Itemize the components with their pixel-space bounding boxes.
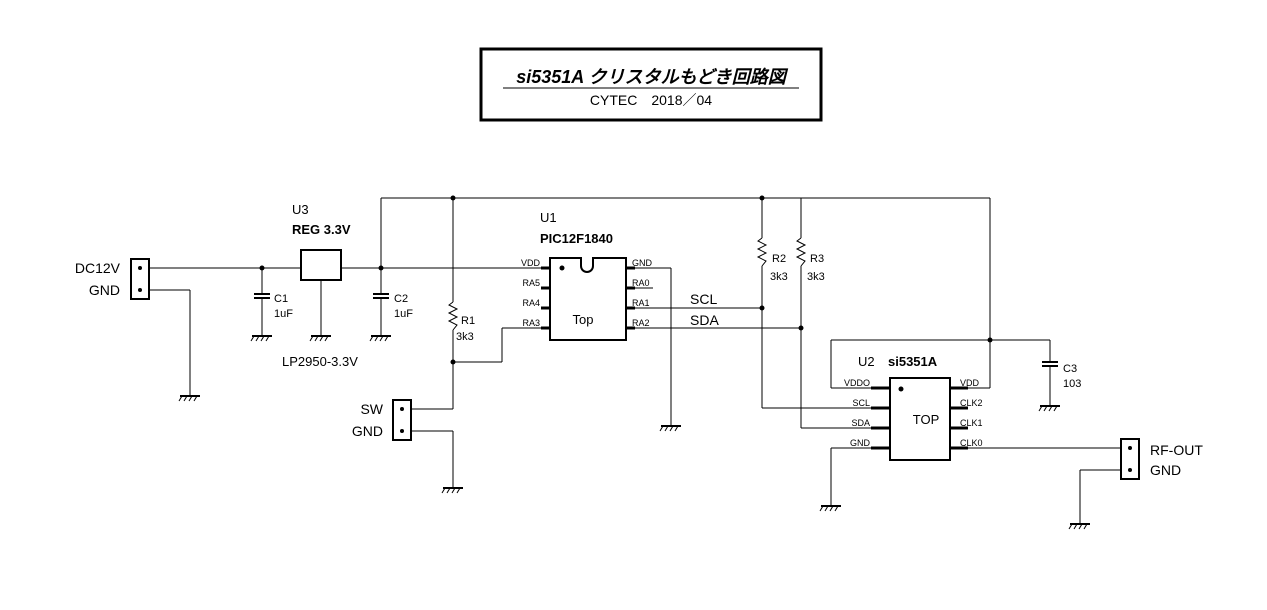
u2-pin-clk2: CLK2 [960, 398, 983, 408]
c3-ref: C3 [1063, 363, 1077, 375]
c2-capacitor: C2 1uF [373, 293, 413, 320]
u1-pin-ra5: RA5 [522, 278, 540, 288]
dc-gnd-label: GND [89, 282, 120, 298]
title-block: si5351A クリスタルもどき回路図 CYTEC 2018／04 [479, 47, 823, 122]
u1-body-label: Top [573, 312, 594, 327]
wires [140, 197, 1130, 518]
lp2950-label: LP2950-3.3V [282, 354, 358, 369]
u2-pin-vdd: VDD [960, 378, 980, 388]
u1-value: PIC12F1840 [540, 231, 613, 246]
r3-ref: R3 [810, 253, 824, 265]
sda-net-label: SDA [690, 312, 719, 328]
r2-value: 3k3 [770, 271, 788, 283]
sw-label: SW [360, 401, 383, 417]
r1-value: 3k3 [456, 331, 474, 343]
rfout-label: RF-OUT [1150, 442, 1203, 458]
u1-ref: U1 [540, 210, 557, 225]
u2-body-label: TOP [913, 412, 940, 427]
rfout-gnd-label: GND [1150, 462, 1181, 478]
u1-pin-vdd: VDD [521, 258, 541, 268]
u2-si5351a: U2 si5351A TOP VDDO SCL SDA GND VDD CLK2… [844, 354, 983, 461]
sw-gnd-label: GND [352, 423, 383, 439]
rfout-connector: RF-OUT GND [1120, 438, 1203, 480]
c2-value: 1uF [394, 308, 413, 320]
scl-net-label: SCL [690, 291, 717, 307]
c2-ref: C2 [394, 293, 408, 305]
u1-pin-ra0: RA0 [632, 278, 650, 288]
junction-dots [259, 195, 993, 365]
u3-value: REG 3.3V [292, 222, 351, 237]
r3-value: 3k3 [807, 271, 825, 283]
r3-resistor: R3 3k3 [795, 237, 825, 283]
u2-pin-clk1: CLK1 [960, 418, 983, 428]
c1-ref: C1 [274, 293, 288, 305]
u2-pin-scl: SCL [852, 398, 870, 408]
schematic-title: si5351A クリスタルもどき回路図 [516, 67, 788, 87]
sw-connector: SW GND [352, 399, 412, 441]
u2-pin-vddo: VDDO [844, 378, 870, 388]
u3-ref: U3 [292, 202, 309, 217]
u1-pic12f1840: U1 PIC12F1840 Top VDD RA5 RA4 RA3 GND RA… [521, 210, 653, 341]
u1-pin-ra3: RA3 [522, 318, 540, 328]
r1-resistor: R1 3k3 [447, 301, 475, 343]
u2-pin-gnd: GND [850, 438, 871, 448]
c1-value: 1uF [274, 308, 293, 320]
c1-capacitor: C1 1uF [254, 293, 293, 320]
u3-regulator: U3 REG 3.3V LP2950-3.3V [282, 202, 358, 369]
u1-pin-ra4: RA4 [522, 298, 540, 308]
c3-value: 103 [1063, 378, 1081, 390]
u2-value: si5351A [888, 354, 938, 369]
u2-pin-sda: SDA [851, 418, 870, 428]
schematic-subtitle: CYTEC 2018／04 [590, 92, 712, 108]
dc12v-label: DC12V [75, 260, 121, 276]
r2-resistor: R2 3k3 [756, 237, 788, 283]
dc12v-connector: DC12V GND [75, 258, 150, 300]
u2-pin-clk0: CLK0 [960, 438, 983, 448]
c3-capacitor: C3 103 [1042, 361, 1081, 390]
r2-ref: R2 [772, 253, 786, 265]
u1-pin-ra1: RA1 [632, 298, 650, 308]
u1-pin-ra2: RA2 [632, 318, 650, 328]
u2-ref: U2 [858, 354, 875, 369]
u1-pin-gnd: GND [632, 258, 653, 268]
r1-ref: R1 [461, 315, 475, 327]
